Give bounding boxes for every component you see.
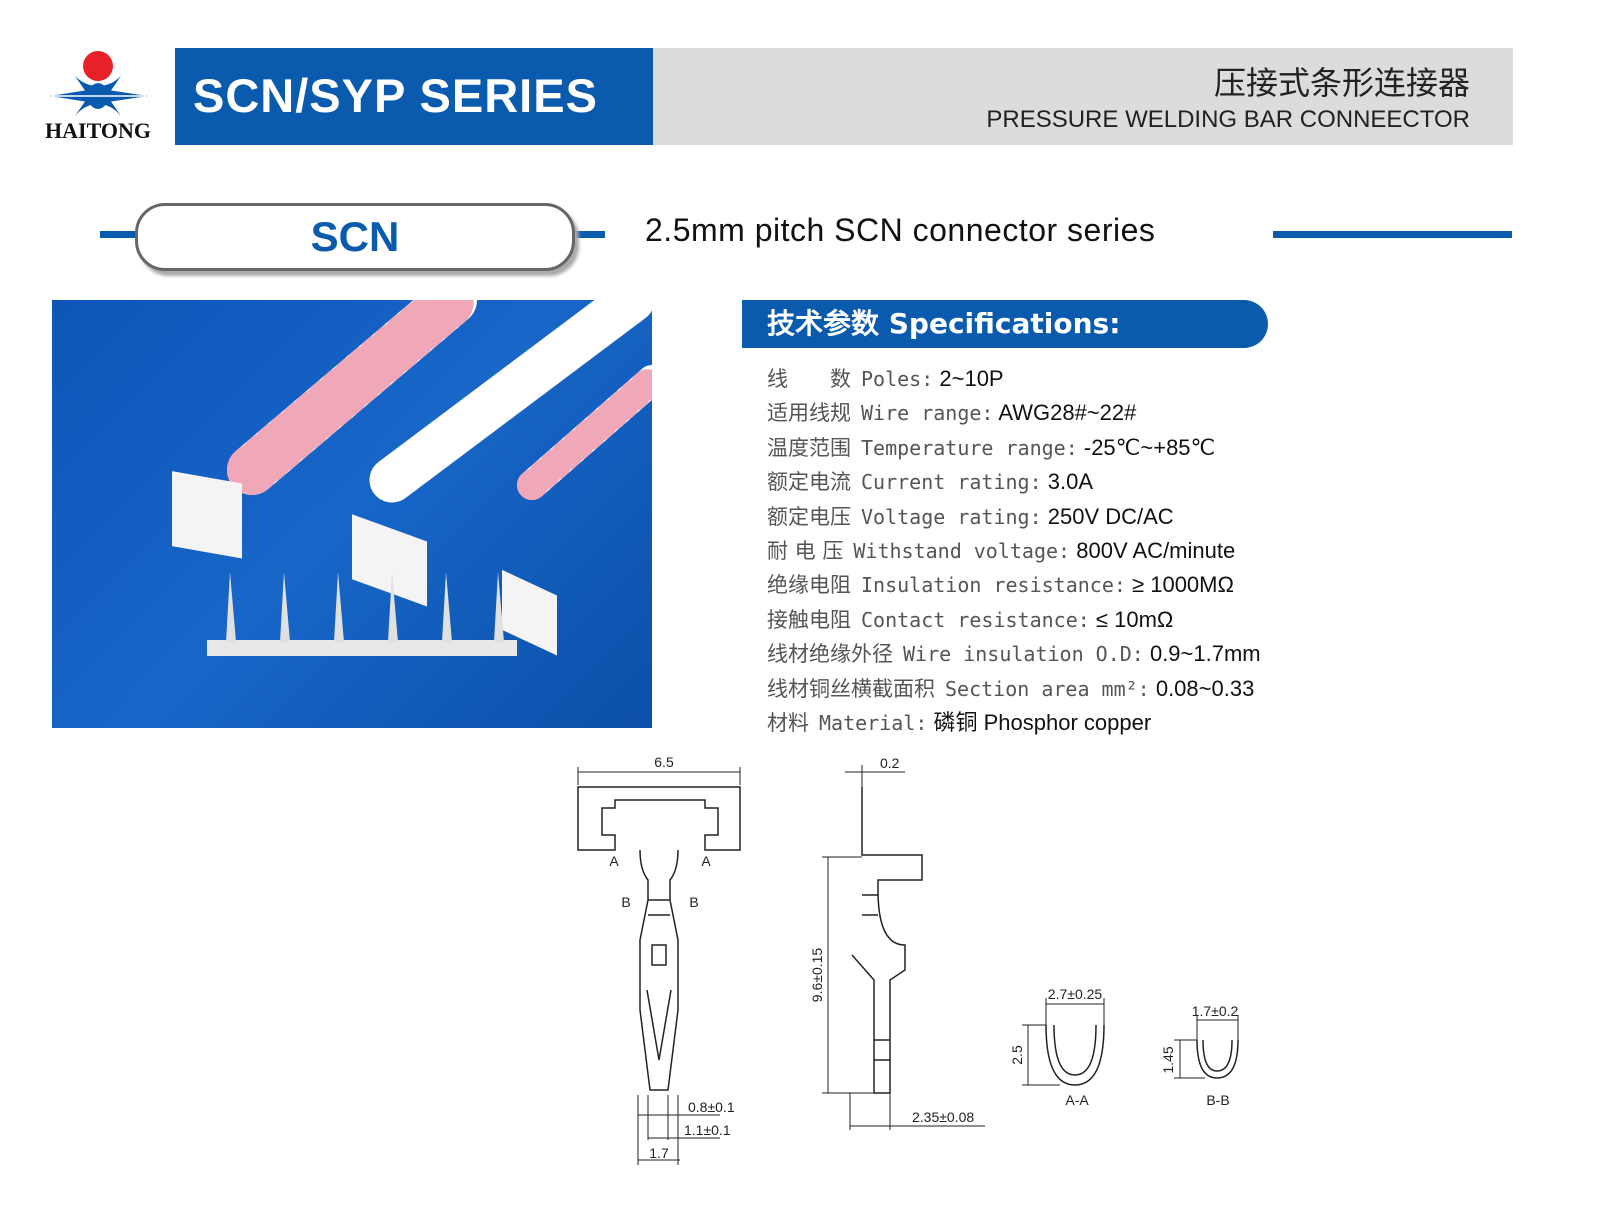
spec-cn-label: 线材铜丝横截面积 <box>767 676 935 701</box>
spec-label: Withstand voltage: <box>853 538 1071 563</box>
spec-cn-label: 适用线规 <box>767 401 851 426</box>
divider-line <box>100 231 136 238</box>
spec-value: 800V AC/minute <box>1076 537 1236 563</box>
spec-cn-label: 温度范围 <box>767 435 851 460</box>
logo-text: HAITONG <box>45 118 151 143</box>
spec-row: 额定电流 Current rating: 3.0A <box>767 465 1261 499</box>
spec-value: 磷铜 Phosphor copper <box>933 709 1152 735</box>
spec-value: 3.0A <box>1047 469 1094 495</box>
spec-cn-label: 绝缘电阻 <box>767 573 851 598</box>
spec-label: Wire insulation O.D: <box>903 642 1144 667</box>
spec-row: 接触电阻 Contact resistance: ≤ 10mΩ <box>767 603 1261 637</box>
spec-label: Current rating: <box>861 470 1042 495</box>
spec-cn-label: 额定电压 <box>767 504 851 529</box>
spec-label: Poles: <box>861 367 934 391</box>
spec-value: 2~10P <box>939 366 1004 391</box>
section-mark-b: B <box>621 894 630 910</box>
product-photo <box>52 275 667 728</box>
spec-value: 0.9~1.7mm <box>1149 641 1261 667</box>
specifications-list: 线 数 Poles: 2~10P 适用线规 Wire range: AWG28#~22… <box>767 362 1261 740</box>
spec-cn-label: 接触电阻 <box>767 607 851 632</box>
spec-value: AWG28#~22# <box>998 400 1137 426</box>
dim-thickness: 0.2 <box>880 755 900 771</box>
dim-tip-width: 0.8±0.1 <box>688 1099 735 1115</box>
dim-aa-height: 2.5 <box>1009 1045 1025 1065</box>
spec-cn-label: 线材绝缘外径 <box>767 642 893 667</box>
spec-label: Insulation resistance: <box>861 573 1126 598</box>
spec-label: Wire range: <box>861 401 994 426</box>
spec-row: 额定电压 Voltage rating: 250V DC/AC <box>767 500 1261 534</box>
series-title: SCN/SYP SERIES <box>193 69 598 122</box>
spec-value: -25℃~+85℃ <box>1083 434 1216 460</box>
spec-cn-label: 额定电流 <box>767 470 851 495</box>
divider-line <box>570 231 605 238</box>
series-badge-label: SCN <box>310 213 400 260</box>
spec-label: Contact resistance: <box>861 607 1090 632</box>
spec-row: 线材铜丝横截面积 Section area mm²: 0.08~0.33 <box>767 672 1261 706</box>
dim-bb-height: 1.45 <box>1160 1046 1176 1073</box>
dim-bb-width: 1.7±0.2 <box>1192 1003 1239 1019</box>
dim-length: 9.6±0.15 <box>809 948 825 1003</box>
series-band <box>175 48 653 145</box>
chinese-title: 压接式条形连接器 <box>1213 64 1470 102</box>
spec-cn-label: 耐 电 压 <box>767 538 844 563</box>
spec-row: 温度范围 Temperature range: -25℃~+85℃ <box>767 431 1261 465</box>
spec-label: Voltage rating: <box>861 504 1042 529</box>
spec-value: ≤ 10mΩ <box>1095 606 1174 632</box>
section-label-aa: A-A <box>1065 1092 1089 1108</box>
spec-label: Material: <box>819 710 928 735</box>
spec-value: 250V DC/AC <box>1047 503 1174 529</box>
spec-row: 适用线规 Wire range: AWG28#~22# <box>767 396 1261 430</box>
spec-label: Temperature range: <box>861 435 1078 460</box>
section-mark-b: B <box>689 894 698 910</box>
title-band <box>653 48 1513 145</box>
spec-row: 材料 Material: 磷铜 Phosphor copper <box>767 706 1261 740</box>
spec-cn-label: 线 数 <box>767 367 851 391</box>
spec-cn-label: 材料 <box>767 710 809 735</box>
dim-body-width: 1.7 <box>649 1145 669 1161</box>
terminal-technical-drawing: 6.5 A A B B 0.8±0.1 1.1±0.1 1.7 0.2 9.6±… <box>577 754 1239 1165</box>
spec-row: 线材绝缘外径 Wire insulation O.D: 0.9~1.7mm <box>767 637 1261 671</box>
english-title: PRESSURE WELDING BAR CONNEECTOR <box>986 106 1470 133</box>
dim-contact-width: 1.1±0.1 <box>684 1122 731 1138</box>
dim-width: 6.5 <box>654 754 674 770</box>
series-badge: SCN <box>135 203 575 271</box>
section-mark-a: A <box>701 853 711 869</box>
dim-aa-width: 2.7±0.25 <box>1048 986 1103 1002</box>
section-label-bb: B-B <box>1206 1092 1229 1108</box>
divider-line <box>1273 231 1512 238</box>
spec-label: Section area mm²: <box>945 676 1150 701</box>
haitong-logo: HAITONG <box>30 46 165 146</box>
spec-row: 耐 电 压 Withstand voltage: 800V AC/minute <box>767 534 1261 568</box>
section-subtitle: 2.5mm pitch SCN connector series <box>645 212 1156 248</box>
spec-value: ≥ 1000MΩ <box>1132 572 1234 598</box>
spec-row: 绝缘电阻 Insulation resistance: ≥ 1000MΩ <box>767 568 1261 602</box>
section-mark-a: A <box>609 853 619 869</box>
specifications-heading: 技术参数 Specifications: <box>742 300 1268 348</box>
dim-depth: 2.35±0.08 <box>912 1109 974 1125</box>
spec-value: 0.08~0.33 <box>1155 675 1255 701</box>
spec-row: 线 数 Poles: 2~10P <box>767 362 1261 396</box>
